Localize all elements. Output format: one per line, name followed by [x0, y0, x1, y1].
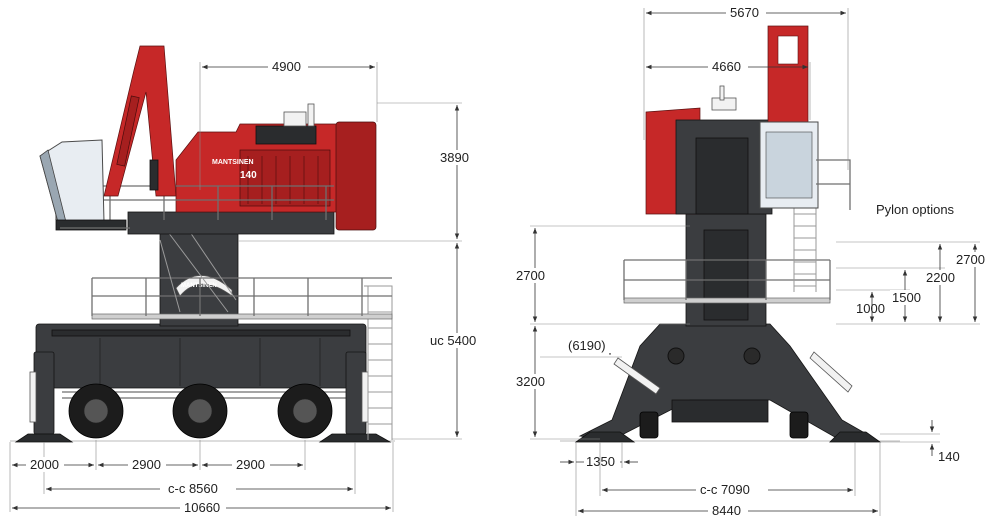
dim-label-1350: 1350: [586, 454, 615, 469]
dim-label-3890: 3890: [440, 150, 469, 165]
dim-label-2900-b: 2900: [236, 457, 265, 472]
dim-label-4660: 4660: [712, 59, 741, 74]
front-ladder: [793, 204, 817, 292]
side-pylon-logo: MANTSINEN: [181, 283, 217, 289]
side-house-logo: MANTSINEN: [212, 159, 254, 166]
side-view-dimensions: 2000 2900 2900 c-c 8560 10660 4900 3890 …: [9, 59, 484, 515]
side-model-number: 140: [240, 170, 257, 181]
front-cab: [759, 121, 851, 210]
side-boom: [103, 45, 177, 197]
dim-label-cc-8560: c-c 8560: [168, 481, 218, 496]
pylon-dim-1000: 1000: [856, 301, 885, 316]
side-upper-house: MANTSINEN 140: [127, 103, 377, 235]
pylon-dim-1500: 1500: [892, 290, 921, 305]
dim-label-cc-7090: c-c 7090: [700, 482, 750, 497]
pylon-dim-2200: 2200: [926, 270, 955, 285]
side-stairs: [364, 285, 393, 440]
dim-label-6190: (6190): [568, 338, 606, 353]
dim-label-4900: 4900: [272, 59, 301, 74]
pylon-options-title: Pylon options: [876, 202, 955, 217]
side-cab: [39, 139, 130, 231]
front-view-machine: [560, 25, 900, 443]
dim-label-2700-left: 2700: [516, 268, 545, 283]
front-upper-house: [645, 85, 773, 215]
side-wheels: [68, 383, 333, 439]
dim-label-10660: 10660: [184, 500, 220, 515]
dim-label-8440: 8440: [712, 503, 741, 518]
front-view-dimensions: 5670 4660 2700 3200 (6190) 1350 c-c 7090: [514, 5, 987, 518]
dim-label-5670: 5670: [730, 5, 759, 20]
dim-label-140: 140: [938, 449, 960, 464]
pylon-dim-2700: 2700: [956, 252, 985, 267]
dim-label-2900-a: 2900: [132, 457, 161, 472]
side-platform: [91, 231, 393, 320]
dim-label-3200: 3200: [516, 374, 545, 389]
side-view-machine: MANTSINEN MANTSINEN 140: [10, 45, 395, 443]
front-undercarriage: [574, 323, 882, 443]
front-platform: [623, 259, 831, 304]
dim-label-uc-5400: uc 5400: [430, 333, 476, 348]
front-boom: [767, 25, 809, 123]
dim-label-2000: 2000: [30, 457, 59, 472]
